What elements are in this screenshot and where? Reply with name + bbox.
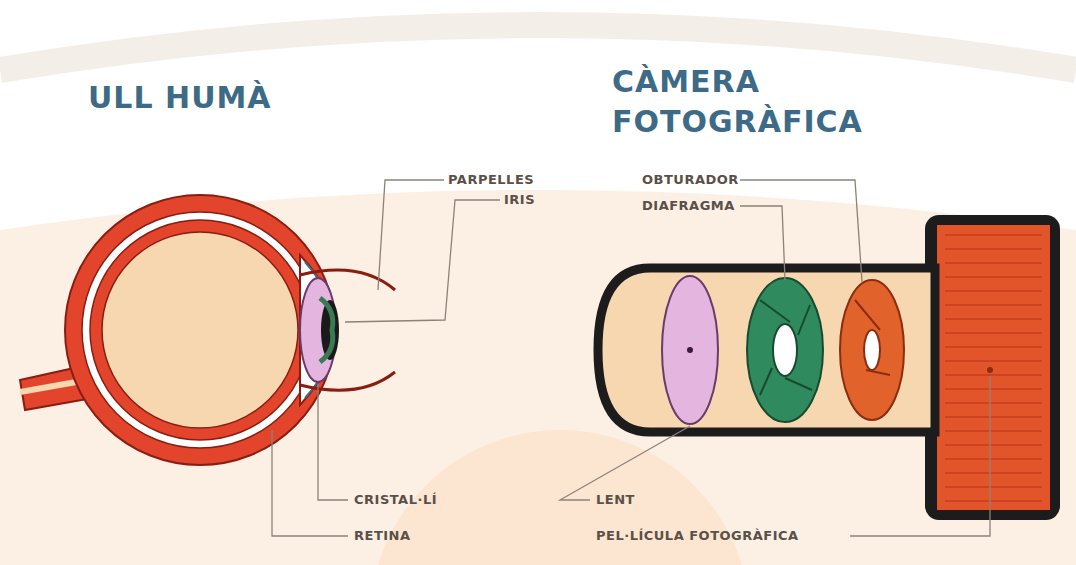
vitreous-body <box>102 232 298 428</box>
part-label: LENT <box>596 492 635 507</box>
leader-line <box>378 180 444 290</box>
camera <box>598 215 1060 520</box>
leader-line <box>318 384 348 500</box>
shutter-blades <box>855 300 890 375</box>
cornea <box>300 255 335 405</box>
shutter <box>840 280 904 420</box>
film-frame-line <box>945 431 1042 432</box>
upper-eyelid <box>300 270 395 290</box>
film-frame-line <box>945 361 1042 362</box>
retina-layer <box>90 220 310 440</box>
eye <box>20 195 395 465</box>
sclera <box>65 195 335 465</box>
leader-line <box>850 376 990 536</box>
crystalline-lens <box>300 278 336 382</box>
film-frame-line <box>945 263 1042 264</box>
part-label: RETINA <box>354 528 411 543</box>
film-frame-line <box>945 389 1042 390</box>
shutter-opening <box>864 330 880 370</box>
part-label: IRIS <box>504 192 535 207</box>
film <box>937 225 1050 510</box>
film-frame-line <box>945 333 1042 334</box>
film-frame-line <box>945 235 1042 236</box>
leader-lines <box>272 180 990 536</box>
film-frame-line <box>945 501 1042 502</box>
part-label: DIAFRAGMA <box>642 198 735 213</box>
iris <box>320 298 333 362</box>
diaphragm-blades <box>760 300 812 395</box>
part-label: PEL·LÍCULA FOTOGRÀFICA <box>596 528 799 543</box>
camera-body <box>925 215 1060 520</box>
leader-line <box>345 200 500 322</box>
diaphragm <box>747 278 823 422</box>
film-frame-line <box>945 375 1042 376</box>
film-frame-line <box>945 459 1042 460</box>
background-arc <box>0 25 1076 70</box>
leader-line <box>272 430 348 536</box>
film-frame-line <box>945 417 1042 418</box>
film-frame-line <box>945 305 1042 306</box>
film-frame-line <box>945 445 1042 446</box>
film-frame-line <box>945 319 1042 320</box>
aperture <box>773 324 797 376</box>
film-frame-line <box>945 277 1042 278</box>
film-frame-line <box>945 347 1042 348</box>
leader-line <box>560 426 690 500</box>
lower-eyelid <box>300 372 395 390</box>
film-frame-line <box>945 473 1042 474</box>
choroid-gap <box>82 212 318 448</box>
film-frame-line <box>945 291 1042 292</box>
film-frame-line <box>945 487 1042 488</box>
lens <box>662 276 718 424</box>
camera-tube <box>598 268 935 432</box>
part-label: CRISTAL·LÍ <box>354 492 437 507</box>
heading: CÀMERA FOTOGRÀFICA <box>612 62 932 142</box>
leader-line <box>740 206 785 280</box>
part-label: PARPELLES <box>448 172 534 187</box>
film-frame-line <box>945 249 1042 250</box>
leader-line <box>740 180 862 282</box>
lens-center <box>687 347 693 353</box>
heading: ULL HUMÀ <box>88 78 272 118</box>
film-frame-line <box>945 403 1042 404</box>
part-label: OBTURADOR <box>642 172 739 187</box>
film-dot <box>987 367 993 373</box>
